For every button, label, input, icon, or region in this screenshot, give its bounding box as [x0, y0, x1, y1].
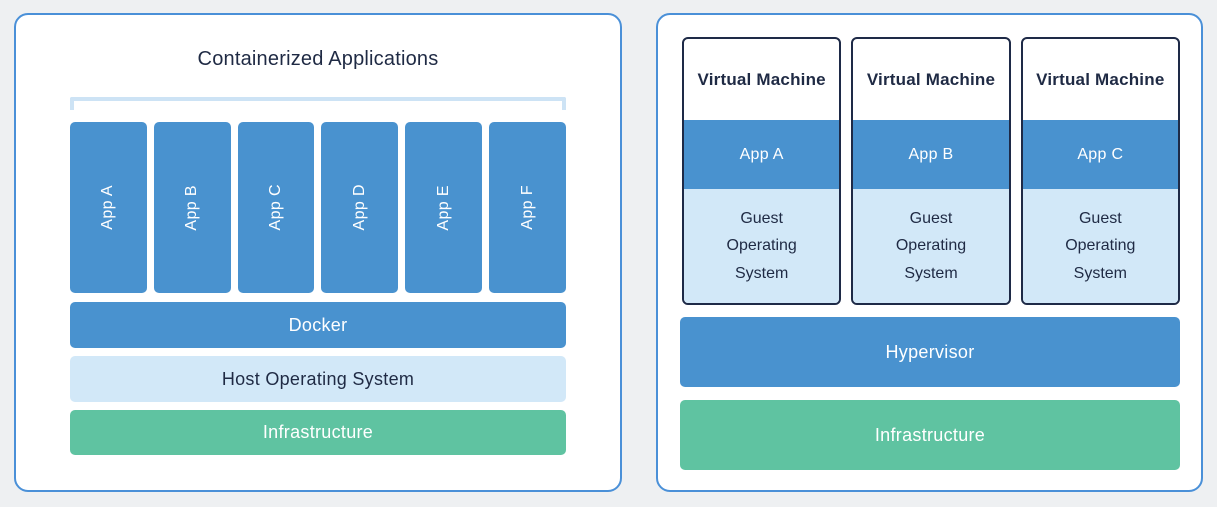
host-os-layer: Host Operating System [70, 356, 566, 402]
vms-panel: Virtual Machine App A Guest Operating Sy… [656, 13, 1203, 492]
vm-row: Virtual Machine App A Guest Operating Sy… [682, 37, 1180, 305]
hypervisor-layer: Hypervisor [680, 317, 1180, 387]
container-app-box: App D [321, 122, 399, 293]
container-app-label: App E [434, 184, 452, 231]
vm-card: Virtual Machine App B Guest Operating Sy… [851, 37, 1011, 305]
vm-title: Virtual Machine [697, 69, 826, 89]
container-app-box: App B [153, 122, 231, 293]
vm-app-label: App B [853, 120, 1009, 189]
vm-guest-os-label: Guest Operating System [853, 189, 1009, 303]
vm-card: Virtual Machine App C Guest Operating Sy… [1020, 37, 1180, 305]
container-app-box: App E [405, 122, 483, 293]
containers-group-bracket [70, 97, 566, 110]
infrastructure-layer: Infrastructure [680, 400, 1180, 470]
container-app-label: App A [99, 185, 117, 230]
docker-layer: Docker [70, 302, 566, 348]
vm-title: Virtual Machine [1036, 69, 1165, 89]
container-app-box: App F [489, 122, 566, 293]
container-app-box: App A [70, 122, 147, 293]
container-app-box: App C [237, 122, 315, 293]
vm-app-label: App C [1022, 120, 1178, 189]
container-app-label: App B [183, 184, 201, 231]
container-apps-row: App A App B App C App D App E App F [70, 122, 566, 293]
container-app-label: App C [267, 184, 285, 231]
infrastructure-layer: Infrastructure [70, 410, 566, 455]
vm-guest-os-label: Guest Operating System [684, 189, 840, 303]
vm-app-label: App A [684, 120, 840, 189]
container-app-label: App F [518, 185, 536, 230]
containers-panel-title: Containerized Applications [197, 48, 439, 70]
containers-panel: Containerized Applications App A App B A… [14, 13, 622, 492]
vm-guest-os-label: Guest Operating System [1022, 189, 1178, 303]
vm-title: Virtual Machine [866, 69, 996, 89]
vm-card: Virtual Machine App A Guest Operating Sy… [682, 37, 842, 305]
container-app-label: App D [350, 184, 368, 231]
